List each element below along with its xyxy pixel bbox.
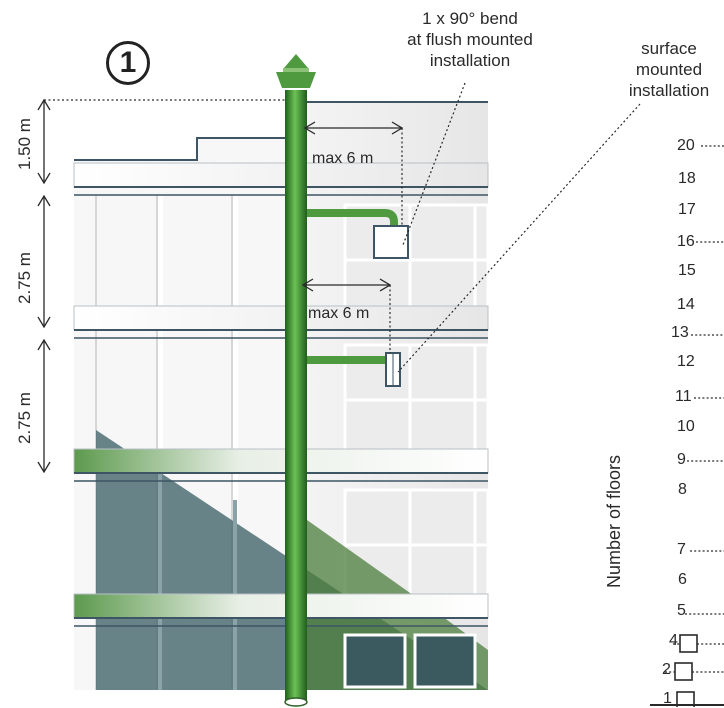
height-dimensions — [37, 98, 51, 474]
floor-label: 13 — [671, 324, 689, 341]
distance-dimensions — [301, 121, 404, 292]
floor-label: 15 — [678, 262, 696, 279]
height-label-lower: 2.75 m — [15, 392, 34, 444]
floor-ticks — [665, 145, 724, 673]
floor-label: 17 — [678, 201, 696, 218]
floor-label: 1 — [663, 690, 672, 707]
floor-label: 14 — [677, 296, 695, 313]
floor-label: 5 — [677, 602, 686, 619]
height-label-middle: 2.75 m — [15, 252, 34, 304]
callout-leaders — [397, 82, 641, 373]
floor-label: 8 — [678, 481, 687, 498]
flush-callout-line-2: at flush mounted — [407, 30, 533, 49]
flush-callout: 1 x 90° bend at flush mounted installati… — [360, 8, 580, 71]
surface-callout-line-1: surface — [641, 39, 697, 58]
surface-callout-line-2: mounted — [635, 60, 703, 79]
surface-callout: surface mounted installation — [604, 38, 724, 101]
floor-label: 20 — [677, 137, 695, 154]
surface-callout-line-3: installation — [628, 81, 710, 100]
floor-label: 7 — [677, 541, 686, 558]
height-label-top: 1.50 m — [15, 118, 34, 170]
floor-valve-icons — [674, 634, 698, 707]
branch-pipes — [300, 209, 398, 364]
flush-callout-line-3: installation — [429, 51, 511, 70]
floor-label: 6 — [678, 571, 687, 588]
surface-valve — [385, 352, 401, 387]
distance-label-lower: max 6 m — [308, 305, 370, 322]
floor-label: 11 — [675, 388, 692, 405]
floor-label: 16 — [677, 233, 695, 250]
floor-slabs — [73, 162, 489, 627]
floor-label: 18 — [678, 170, 696, 187]
floor-label: 10 — [677, 418, 695, 435]
floor-label: 12 — [677, 353, 695, 370]
floor-label: 4 — [669, 632, 678, 649]
flush-valve — [373, 225, 409, 259]
floor-label: 2 — [662, 661, 671, 678]
floor-label: 9 — [677, 451, 686, 468]
distance-label-upper: max 6 m — [312, 150, 374, 167]
flush-callout-line-1: 1 x 90° bend — [422, 9, 518, 28]
step-number: 1 — [119, 46, 137, 79]
main-pipe — [276, 54, 316, 707]
floors-axis-label: Number of floors — [604, 454, 624, 588]
step-badge: 1 — [106, 41, 150, 85]
